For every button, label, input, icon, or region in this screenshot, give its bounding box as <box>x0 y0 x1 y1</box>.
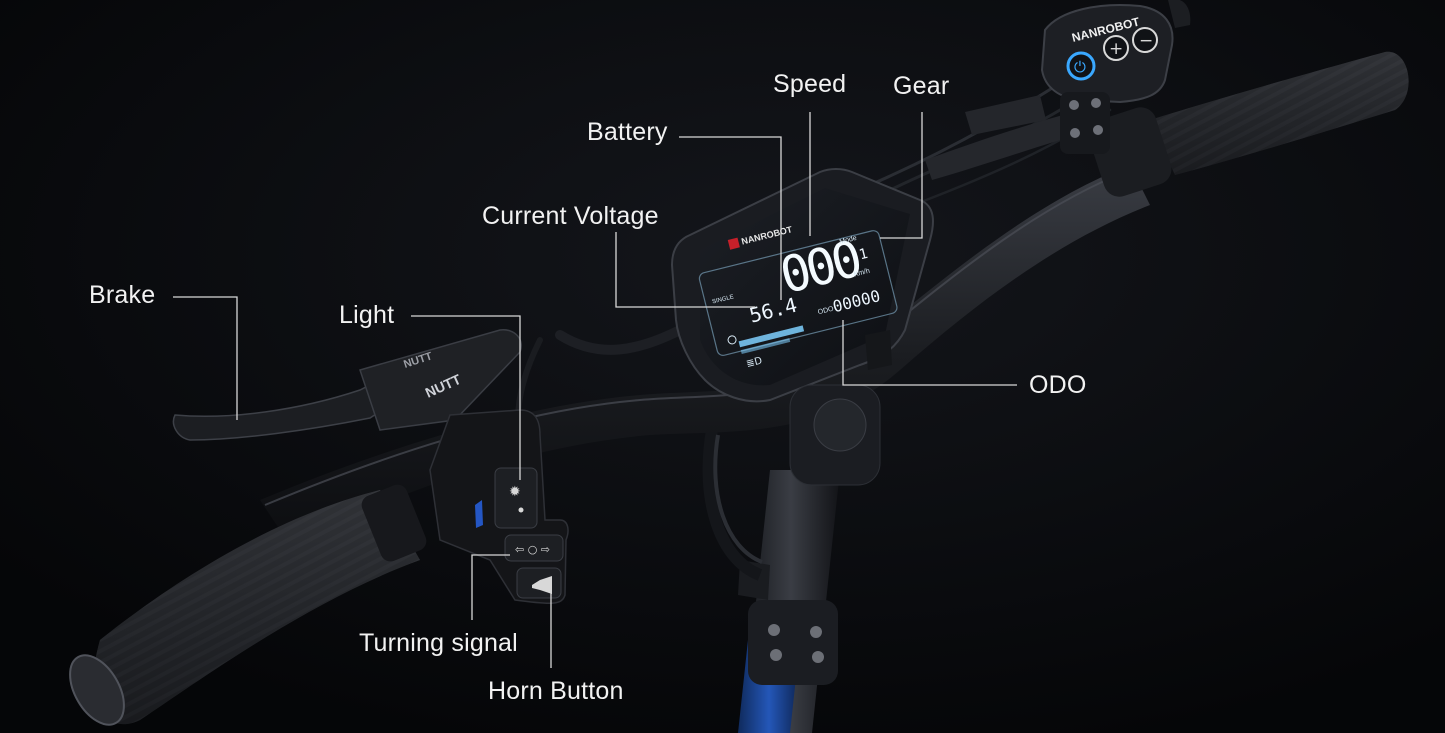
brake-callout-line <box>173 296 238 420</box>
light-icon: ✹ <box>509 484 521 500</box>
turning-signal-label: Turning signal <box>359 629 518 657</box>
lcd-odo-label: ODO <box>817 305 835 316</box>
horn-icon <box>532 576 552 594</box>
stem <box>702 428 840 733</box>
lcd-mode-label: Mode <box>839 235 858 246</box>
battery-callout-line <box>679 136 782 300</box>
horn-button-label: Horn Button <box>488 677 624 705</box>
light-switch <box>494 467 538 529</box>
right-controller: NANROBOT ⏻ + − <box>965 0 1191 154</box>
callout-lines <box>173 112 1017 668</box>
left-switch-pod: ✹ ⇦ ○ ⇨ <box>429 409 569 605</box>
headlight-indicator-icon: ≣D <box>745 355 764 370</box>
power-button-icon <box>1066 51 1096 81</box>
brake-label: Brake <box>89 281 156 309</box>
light-label: Light <box>339 301 395 329</box>
turn-signal-icon: ⇦ ○ ⇨ <box>515 543 550 556</box>
plus-button-icon <box>1103 35 1129 61</box>
svg-text:⏻: ⏻ <box>1074 58 1086 76</box>
lcd-unit: Km/h <box>853 268 871 279</box>
gear-callout-line <box>880 112 923 239</box>
turn-signal-switch <box>504 534 564 562</box>
svg-text:+: + <box>1109 39 1123 59</box>
speed-label: Speed <box>773 70 847 98</box>
turn-signal-callout-line <box>471 554 510 620</box>
battery-bar <box>738 325 805 354</box>
odo-label: ODO <box>1029 371 1087 399</box>
minus-button-icon <box>1132 27 1158 53</box>
svg-text:−: − <box>1139 31 1153 51</box>
left-grip <box>69 484 427 726</box>
battery-label: Battery <box>587 118 668 146</box>
right-grip <box>925 51 1409 197</box>
gear-label: Gear <box>893 72 950 100</box>
display-unit: NANROBOT SINGLE 56.4 000 Mode 1 Km/h ODO… <box>670 168 934 486</box>
voltage-callout-line <box>615 232 755 308</box>
current-voltage-label: Current Voltage <box>482 202 659 230</box>
lcd-gear-value: 1 <box>858 246 870 264</box>
battery-indicator-icon <box>727 335 737 345</box>
light-callout-line <box>411 315 521 480</box>
lcd-single-label: SINGLE <box>712 294 735 305</box>
odo-callout-line <box>842 320 1017 386</box>
